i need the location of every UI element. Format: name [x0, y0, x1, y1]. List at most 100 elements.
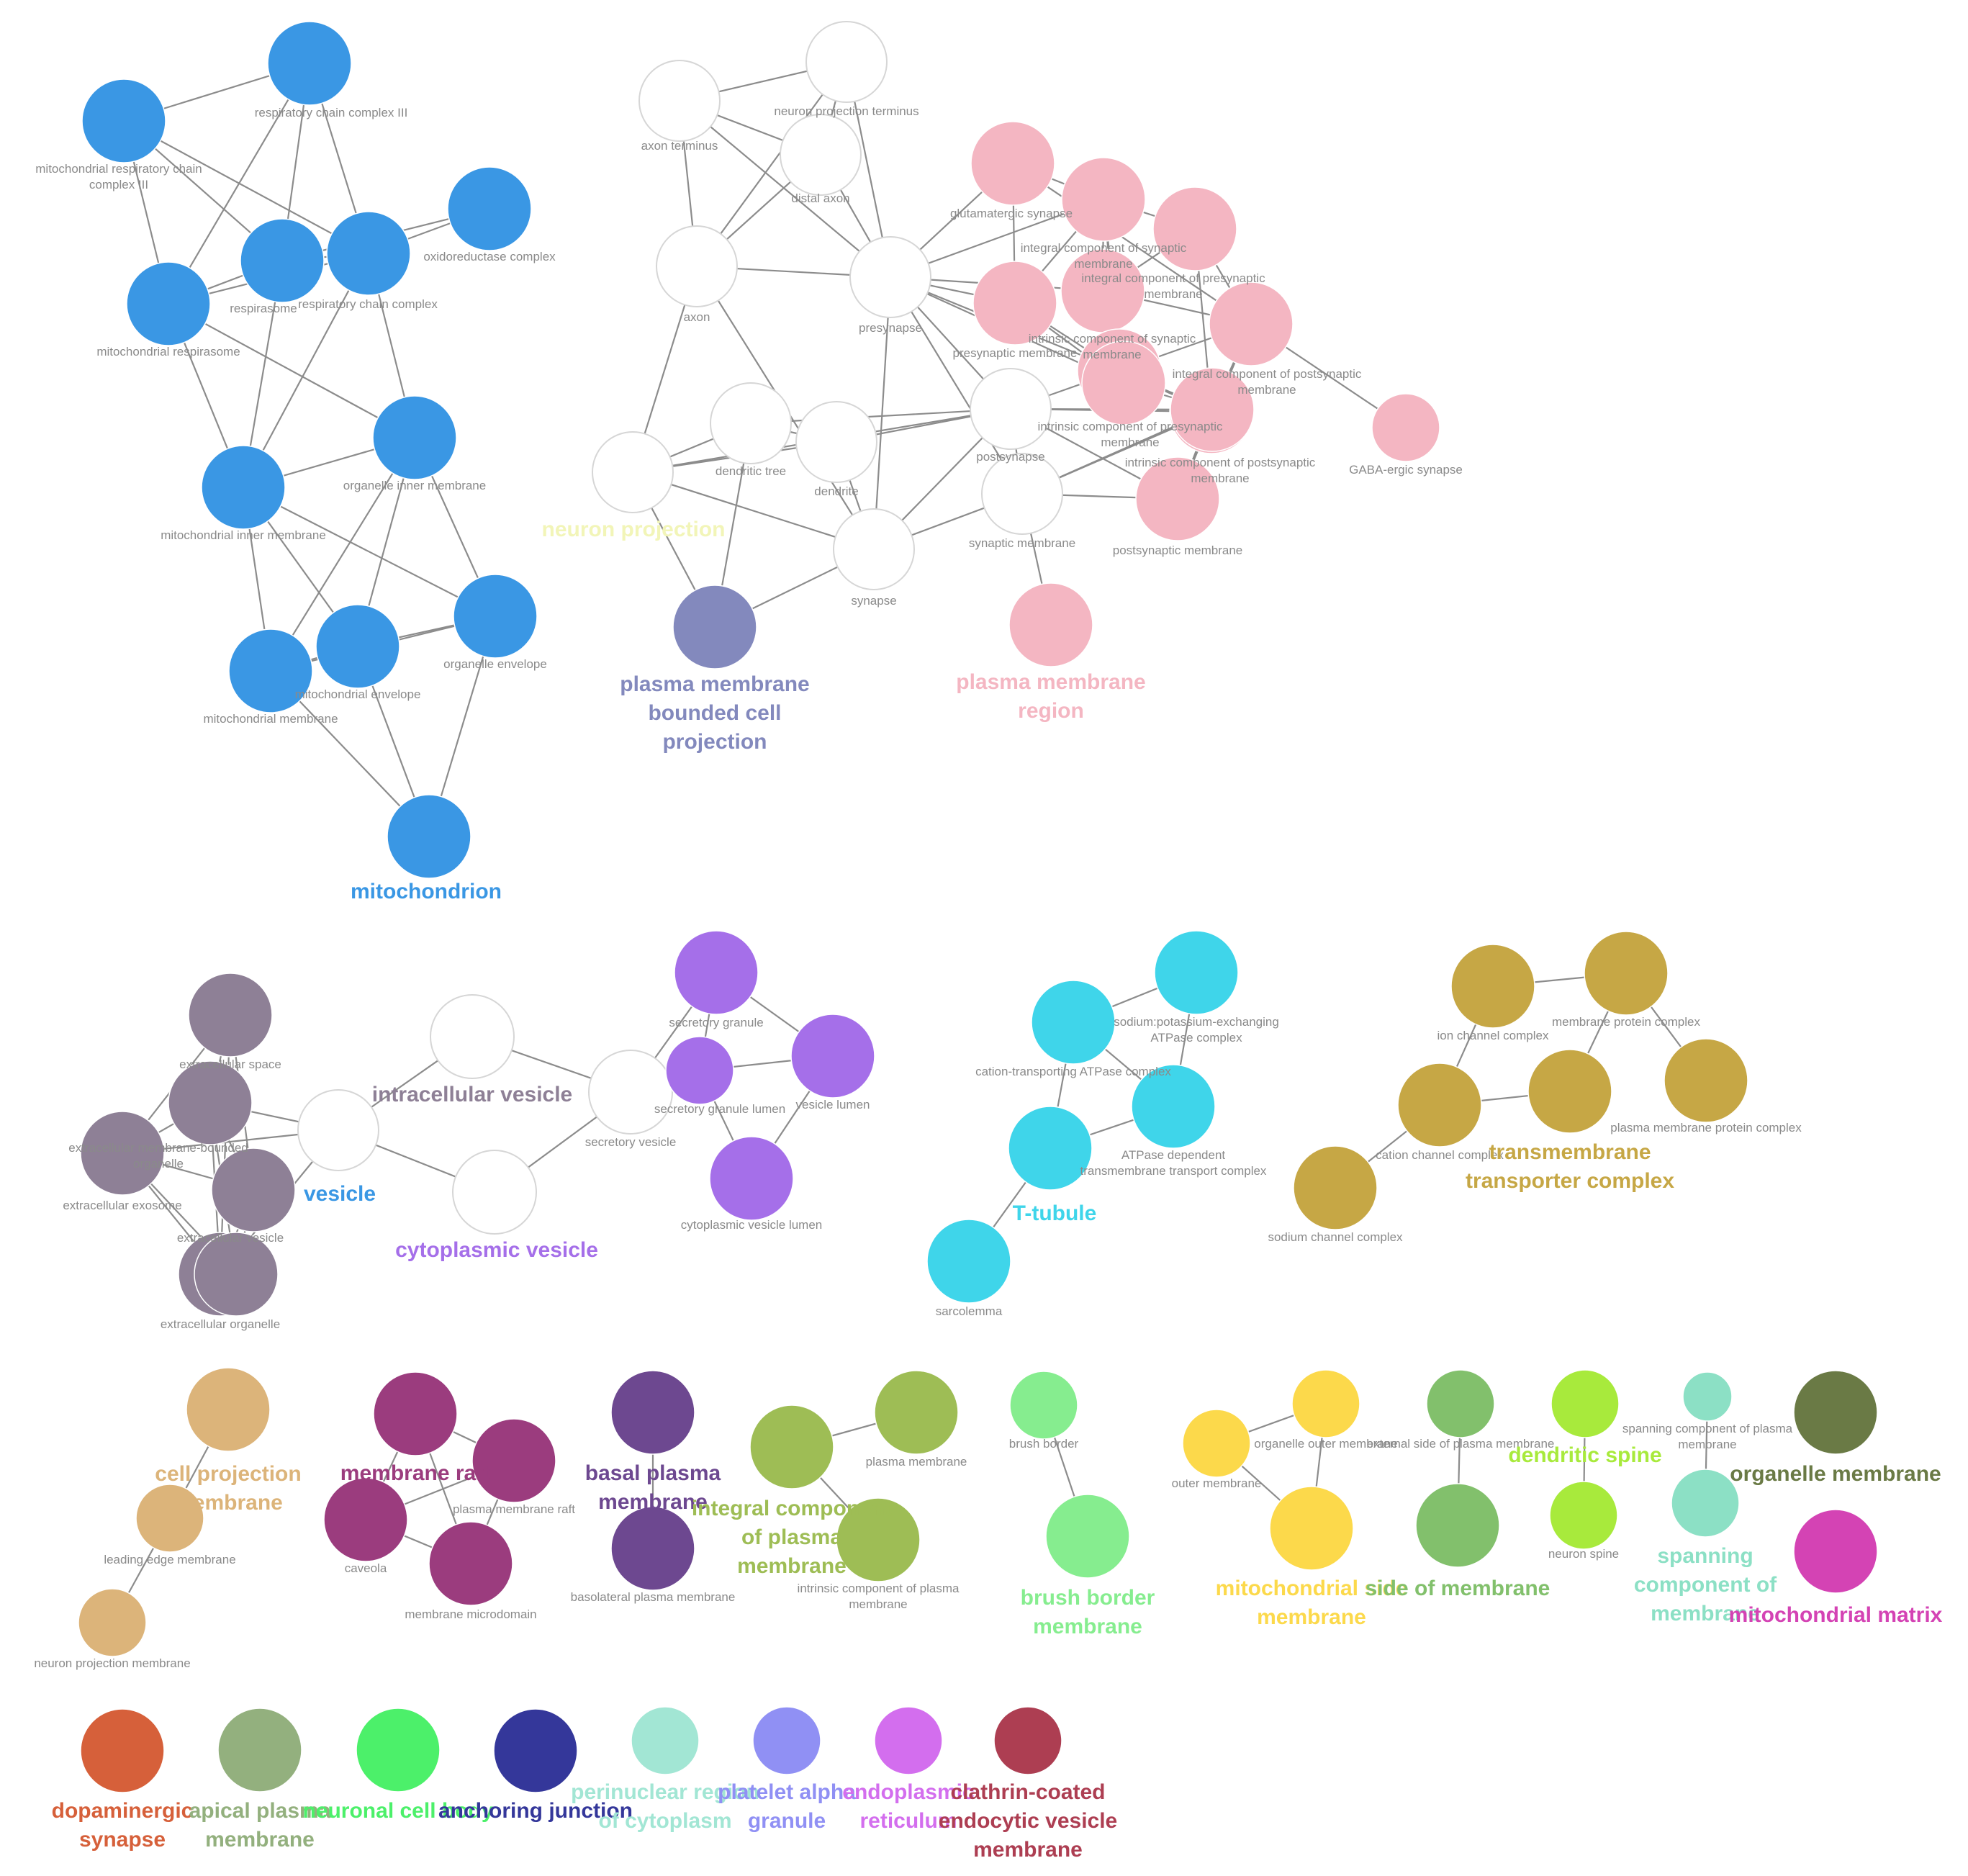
node-n83[interactable] — [1549, 1481, 1618, 1550]
node-n38[interactable] — [188, 973, 273, 1057]
node-n88[interactable] — [80, 1708, 165, 1793]
node-n65[interactable] — [78, 1588, 147, 1657]
node-n58[interactable] — [1584, 931, 1669, 1016]
node-n61[interactable] — [1527, 1049, 1612, 1134]
node-n46[interactable] — [452, 1150, 537, 1235]
node-n23[interactable] — [981, 453, 1063, 535]
node-n16[interactable] — [656, 225, 738, 307]
node-n28[interactable] — [972, 261, 1057, 346]
node-n48[interactable] — [674, 930, 759, 1015]
node-n20[interactable] — [592, 431, 674, 513]
node-label-n80: external side of plasma membrane — [1367, 1437, 1555, 1451]
node-n15[interactable] — [780, 114, 862, 196]
node-n34[interactable] — [1170, 367, 1255, 452]
node-n50[interactable] — [790, 1014, 875, 1099]
node-n59[interactable] — [1397, 1063, 1482, 1147]
node-n93[interactable] — [752, 1706, 821, 1775]
node-n18[interactable] — [710, 382, 792, 464]
node-n85[interactable] — [1671, 1469, 1740, 1538]
node-n66[interactable] — [373, 1371, 458, 1456]
node-n33[interactable] — [1081, 341, 1166, 425]
node-n62[interactable] — [1293, 1145, 1378, 1230]
node-n36[interactable] — [1371, 393, 1440, 462]
node-n77[interactable] — [1182, 1409, 1251, 1478]
node-n24[interactable] — [672, 585, 757, 669]
node-n19[interactable] — [795, 401, 877, 483]
node-label-line: axon terminus — [641, 139, 718, 153]
node-label-n75: brush border — [1009, 1437, 1079, 1451]
node-n12[interactable] — [387, 794, 471, 879]
node-n39[interactable] — [168, 1060, 253, 1145]
node-n14[interactable] — [805, 21, 888, 103]
node-label-line: membrane — [1237, 383, 1296, 397]
node-n45[interactable] — [430, 994, 515, 1079]
node-n68[interactable] — [323, 1477, 408, 1562]
node-n4[interactable] — [326, 211, 411, 296]
node-n64[interactable] — [135, 1484, 204, 1553]
node-n22[interactable] — [970, 368, 1052, 450]
node-n35[interactable] — [1135, 456, 1220, 541]
node-n49[interactable] — [665, 1036, 734, 1105]
node-n80[interactable] — [1426, 1369, 1495, 1438]
node-n1[interactable] — [267, 21, 352, 106]
node-n56[interactable] — [926, 1219, 1011, 1304]
node-n41[interactable] — [211, 1147, 296, 1232]
node-n11[interactable] — [228, 628, 313, 713]
node-n78[interactable] — [1291, 1369, 1360, 1438]
node-n95[interactable] — [993, 1706, 1062, 1775]
node-n10[interactable] — [315, 604, 400, 689]
node-n54[interactable] — [1131, 1064, 1216, 1149]
node-n63[interactable] — [186, 1367, 271, 1452]
node-n70[interactable] — [610, 1370, 695, 1455]
node-n44[interactable] — [297, 1089, 379, 1171]
node-n76[interactable] — [1045, 1494, 1130, 1579]
node-n92[interactable] — [631, 1706, 700, 1775]
node-n75[interactable] — [1009, 1371, 1078, 1440]
node-label-line: secretory granule lumen — [654, 1102, 785, 1116]
node-n57[interactable] — [1450, 944, 1535, 1029]
node-n94[interactable] — [874, 1706, 943, 1775]
node-n73[interactable] — [874, 1370, 959, 1455]
node-n2[interactable] — [81, 78, 166, 163]
node-n81[interactable] — [1415, 1483, 1500, 1568]
node-n5[interactable] — [447, 166, 532, 251]
node-n51[interactable] — [709, 1136, 794, 1221]
node-n71[interactable] — [610, 1506, 695, 1591]
node-n9[interactable] — [453, 574, 538, 659]
node-n84[interactable] — [1682, 1371, 1733, 1422]
node-n86[interactable] — [1793, 1370, 1878, 1455]
node-n3[interactable] — [240, 218, 325, 303]
node-n7[interactable] — [372, 395, 457, 480]
node-n40[interactable] — [80, 1111, 165, 1196]
node-n6[interactable] — [126, 261, 211, 346]
node-n87[interactable] — [1793, 1509, 1878, 1594]
node-n37[interactable] — [1008, 582, 1093, 667]
group-label-line: mitochondrial side — [1216, 1577, 1408, 1600]
node-n25[interactable] — [970, 121, 1055, 206]
node-n17[interactable] — [849, 236, 931, 318]
node-n79[interactable] — [1269, 1486, 1354, 1571]
node-n74[interactable] — [836, 1497, 921, 1582]
node-n52[interactable] — [1154, 930, 1239, 1015]
node-n8[interactable] — [201, 445, 286, 530]
node-n53[interactable] — [1031, 980, 1116, 1065]
node-n91[interactable] — [493, 1708, 578, 1793]
node-n13[interactable] — [638, 60, 721, 142]
node-n43[interactable] — [194, 1232, 279, 1317]
node-n30[interactable] — [1209, 281, 1294, 366]
node-n21[interactable] — [833, 508, 915, 590]
node-n55[interactable] — [1008, 1106, 1093, 1191]
node-n72[interactable] — [749, 1404, 834, 1489]
node-n47[interactable] — [588, 1050, 673, 1135]
node-n26[interactable] — [1061, 157, 1146, 242]
node-n27[interactable] — [1152, 186, 1237, 271]
node-n69[interactable] — [428, 1521, 513, 1606]
node-n89[interactable] — [217, 1708, 302, 1792]
node-n67[interactable] — [471, 1418, 556, 1503]
node-n60[interactable] — [1664, 1038, 1748, 1123]
node-n82[interactable] — [1551, 1369, 1620, 1438]
node-n90[interactable] — [356, 1708, 441, 1792]
